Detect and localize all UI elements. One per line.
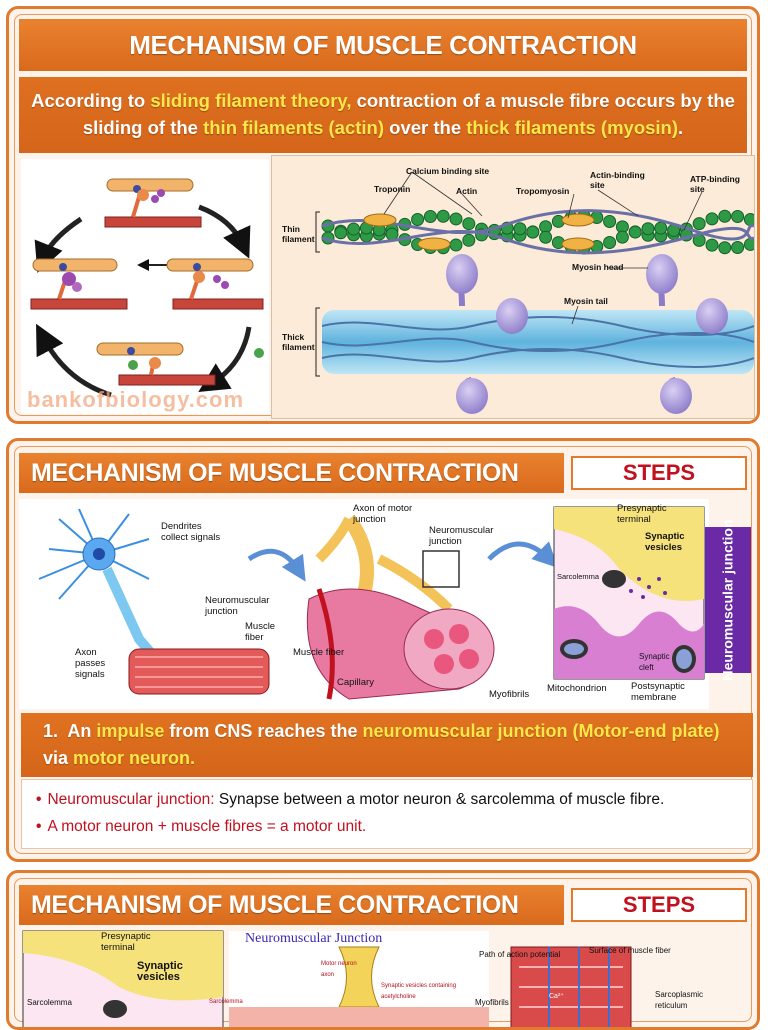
bullet-definition: Synapse between a motor neuron & sarcole… [214, 791, 665, 808]
label-path-of-action-potential: Path of action potential [479, 950, 561, 959]
slide-title: MECHANISM OF MUSCLE CONTRACTION [19, 453, 564, 493]
steps-badge: STEPS [571, 456, 747, 490]
slide-step-2-partial: MECHANISM OF MUSCLE CONTRACTION STEPS Pr… [6, 870, 760, 1030]
nmj-vertical-text: Neuromuscular junction [720, 519, 736, 681]
label-muscle-fiber-small: Muscle fiber [245, 621, 276, 643]
step-text-3: via [43, 748, 74, 768]
slide-step-1: MECHANISM OF MUSCLE CONTRACTION STEPS [6, 438, 760, 862]
nmj-vertical-label: Neuromuscular junction [705, 519, 751, 681]
label-thick-filament: Thick filament [282, 332, 315, 352]
label-surface-of-muscle-fiber: Surface of muscle fiber [589, 946, 671, 955]
label-neuromuscular-junction: Neuromuscular junction [429, 525, 494, 547]
intro-part-4: . [678, 117, 684, 138]
label-synaptic-vesicles: Synaptic vesicles [645, 531, 685, 553]
label-axon-of-motor-junction: Axon of motor junction [353, 503, 413, 525]
label-synaptic-cleft: Synaptic cleft [639, 652, 670, 672]
label-tropomyosin: Tropomyosin [516, 186, 570, 196]
slide-title: MECHANISM OF MUSCLE CONTRACTION [19, 19, 747, 71]
intro-text: According to sliding filament theory, co… [19, 77, 747, 153]
filament-structure-diagram: Calcium binding site Troponin Actin Trop… [271, 155, 755, 419]
label-motor-neuron-axon: Motor neuron axon [321, 961, 357, 978]
step-highlight-impulse: impulse [96, 721, 165, 741]
nmj-illustrations [19, 499, 709, 709]
intro-part-2: contraction of a muscle fibre occurs by … [82, 90, 735, 138]
steps-badge: STEPS [571, 888, 747, 922]
label-sarcoplasmic-reticulum: Sarcoplasmic reticulum [655, 990, 704, 1010]
label-thin-filament: Thin filament [282, 224, 315, 244]
slide-inner-border [14, 446, 752, 854]
intro-part-3: over the [384, 117, 467, 138]
label-calcium-binding-site: Calcium binding site [406, 166, 490, 176]
label-calcium-ion: Ca²⁺ [549, 993, 564, 1000]
slide-sliding-filament: MECHANISM OF MUSCLE CONTRACTION Accordin… [6, 6, 760, 424]
label-synaptic-vesicles-ach: Synaptic vesicles containing acetylcholi… [381, 983, 457, 1000]
label-sarcolemma: Sarcolemma [557, 572, 600, 581]
label-troponin: Troponin [374, 184, 411, 194]
step-1-text: 1. An impulse from CNS reaches the neuro… [21, 713, 753, 777]
label-neuromuscular-junction-small: Neuromuscular junction [205, 595, 270, 617]
intro-highlight-theory: sliding filament theory, [150, 90, 352, 111]
bullet-motor-unit-text: A motor neuron + muscle fibres = a motor… [47, 818, 367, 835]
bullet-nmj-definition: •Neuromuscular junction: Synapse between… [36, 791, 665, 808]
label-axon-passes-signals: Axon passes signals [75, 647, 106, 680]
intro-highlight-thin: thin filaments (actin) [203, 117, 384, 138]
label-myosin-tail: Myosin tail [564, 296, 608, 306]
step-number: 1. [43, 721, 59, 741]
bullet-term: Neuromuscular junction: [47, 791, 215, 808]
intro-part-1: According to [31, 90, 151, 111]
slide-title: MECHANISM OF MUSCLE CONTRACTION [19, 885, 564, 925]
label-actin: Actin [456, 186, 478, 196]
label-sarcolemma-2: Sarcolemma [209, 999, 243, 1005]
step-text-1: An [67, 721, 97, 741]
label-atp-binding-site: ATP-binding site [690, 174, 740, 194]
label-presynaptic-terminal: Presynaptic terminal [101, 931, 151, 953]
label-myofibrils: Myofibrils [489, 689, 530, 700]
step-highlight-motor-neuron: motor neuron. [73, 748, 196, 768]
step-text-2: from CNS reaches the [164, 721, 363, 741]
watermark: bankofbiology.com [27, 387, 245, 412]
label-dendrites: Dendrites collect signals [161, 521, 221, 543]
label-myosin-head: Myosin head [572, 262, 624, 272]
label-actin-binding-site: Actin-binding site [590, 170, 645, 190]
nmj-diagram-title: Neuromuscular Junction [245, 931, 383, 946]
bullet-motor-unit: •A motor neuron + muscle fibres = a moto… [36, 818, 367, 835]
step-highlight-nmj: neuromuscular junction (Motor-end plate) [362, 721, 720, 741]
cross-bridge-cycle-illustration [21, 159, 269, 414]
label-sarcolemma: Sarcolemma [27, 998, 72, 1007]
label-capillary: Capillary [337, 677, 374, 688]
label-synaptic-vesicles: Synaptic vesicles [137, 960, 183, 983]
label-mitochondrion: Mitochondrion [547, 683, 607, 694]
label-myofibrils: Myofibrils [475, 998, 509, 1007]
label-presynaptic-terminal: Presynaptic terminal [617, 503, 667, 525]
label-muscle-fiber: Muscle fiber [293, 647, 345, 658]
definition-bullets: •Neuromuscular junction: Synapse between… [21, 779, 753, 849]
label-postsynaptic-membrane: Postsynaptic membrane [631, 681, 685, 703]
step-2-illustrations [22, 930, 632, 1027]
intro-highlight-thick: thick filaments (myosin) [466, 117, 679, 138]
